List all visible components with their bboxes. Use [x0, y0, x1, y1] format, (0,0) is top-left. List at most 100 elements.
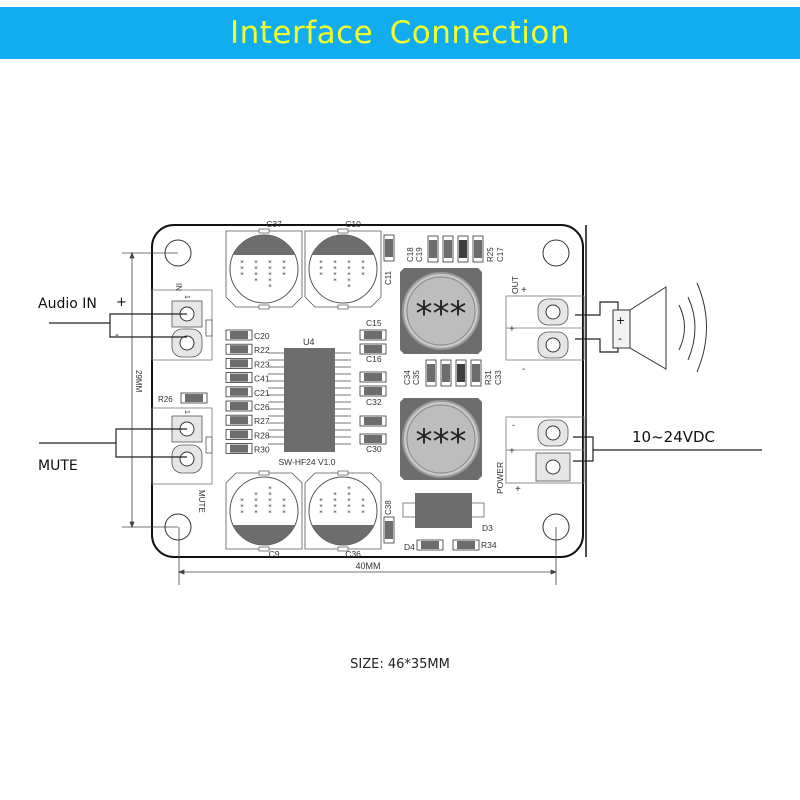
- capacitor-c37: ***************C37: [226, 219, 302, 309]
- c33-label: C33: [494, 370, 503, 385]
- mute-label: MUTE: [38, 458, 78, 474]
- capacitor-c10: ***************C10: [305, 219, 381, 309]
- smd-c26: [226, 401, 252, 411]
- capacitor-c38: [384, 517, 394, 543]
- capacitor-marking: *: [240, 271, 244, 279]
- capacitor-marking: *: [254, 509, 258, 517]
- diode-d4: [417, 540, 443, 550]
- speaker-plus-label: +: [616, 314, 625, 327]
- power-minus-label: -: [512, 420, 515, 430]
- c18-label: C18: [406, 247, 415, 262]
- mute-pin1-label: 1: [183, 410, 190, 414]
- out-connector-label: OUT: [510, 276, 520, 294]
- smd-c33: [471, 360, 481, 386]
- out-plus-inner-label: +: [509, 324, 515, 335]
- c34-label: C34: [403, 370, 412, 385]
- speaker-minus-label: -: [618, 332, 622, 345]
- c30-label: C30: [366, 444, 382, 454]
- in-pin1-label: 1: [183, 295, 190, 299]
- smd-c34: [426, 360, 436, 386]
- d4-label: D4: [404, 542, 415, 552]
- resistor-r26: [181, 393, 207, 403]
- capacitor-marking: *: [347, 509, 351, 517]
- width-dimension-label: 40MM: [355, 561, 380, 571]
- smd-right-5: [360, 416, 386, 426]
- capacitor-c36-label: C36: [345, 549, 361, 559]
- capacitor-c36: ***************C36: [305, 471, 381, 559]
- power-plus-inner-label: +: [509, 446, 515, 457]
- capacitor-marking: *: [361, 271, 365, 279]
- speaker-icon: [613, 283, 707, 372]
- capacitor-c9: ***************C9: [226, 471, 302, 559]
- capacitor-marking: *: [268, 509, 272, 517]
- power-supply-label: 10~24VDC: [632, 428, 715, 446]
- smd-c20: [226, 330, 252, 340]
- r26-label: R26: [158, 395, 173, 404]
- smd-c41: [226, 373, 252, 383]
- smd-r22: [226, 344, 252, 354]
- c20-label: C20: [254, 331, 270, 341]
- capacitor-marking: *: [254, 277, 258, 285]
- c35-label: C35: [412, 370, 421, 385]
- c19-label: C19: [415, 247, 424, 262]
- audio-in-plus-label: +: [116, 295, 127, 310]
- capacitor-marking: *: [347, 283, 351, 291]
- power-connector-label: POWER: [495, 462, 505, 494]
- audio-in-minus-label: -: [115, 328, 119, 341]
- c11-label: C11: [384, 270, 393, 285]
- audio-in-label: Audio IN: [38, 296, 97, 312]
- c16-label: C16: [366, 354, 382, 364]
- height-dimension-label: 29MM: [134, 370, 143, 393]
- r31-label: R31: [484, 370, 493, 385]
- c26-label: C26: [254, 402, 270, 412]
- smd-right-4: [360, 386, 386, 396]
- smd-right-1: [360, 330, 386, 340]
- r27-label: R27: [254, 416, 270, 426]
- capacitor-c10-label: C10: [345, 219, 361, 229]
- c21-label: C21: [254, 388, 270, 398]
- capacitor-marking: *: [333, 277, 337, 285]
- ic-u4-label: U4: [303, 337, 315, 347]
- in-connector-label: IN: [174, 283, 183, 291]
- out-plus-label: +: [521, 285, 527, 296]
- c15-label: C15: [366, 318, 382, 328]
- diode-d3: [403, 493, 484, 528]
- capacitor-c11: [384, 235, 394, 261]
- smd-r28: [226, 429, 252, 439]
- ic-u4: [284, 348, 335, 452]
- r34-label: R34: [481, 540, 497, 550]
- d3-label: D3: [482, 523, 493, 533]
- smd-r27: [226, 415, 252, 425]
- r25-label: R25: [486, 247, 495, 262]
- smd-right-3: [360, 372, 386, 382]
- board-size-label: SIZE: 46*35MM: [0, 657, 800, 672]
- c41-label: C41: [254, 374, 270, 384]
- r30-label: R30: [254, 445, 270, 455]
- smd-r30: [226, 444, 252, 454]
- inductor-top-marking: ***: [416, 294, 467, 334]
- resistor-r34: [453, 540, 479, 550]
- smd-c17: [473, 236, 483, 262]
- r23-label: R23: [254, 359, 270, 369]
- mute-connector-label: MUTE: [197, 490, 206, 513]
- out-minus-label: -: [522, 364, 525, 375]
- capacitor-marking: *: [361, 509, 365, 517]
- board-version-label: SW-HF24 V1.0: [278, 457, 335, 467]
- smd-r25: [458, 236, 468, 262]
- capacitor-c9-label: C9: [269, 549, 280, 559]
- smd-r23: [226, 358, 252, 368]
- r28-label: R28: [254, 430, 270, 440]
- smd-r31: [456, 360, 466, 386]
- capacitor-marking: *: [319, 509, 323, 517]
- capacitor-c37-label: C37: [266, 219, 282, 229]
- c32-label: C32: [366, 397, 382, 407]
- c17-label: C17: [496, 247, 505, 262]
- capacitor-marking: *: [268, 283, 272, 291]
- r22-label: R22: [254, 345, 270, 355]
- inductor-bottom-marking: ***: [416, 422, 467, 462]
- power-plus-label: +: [515, 484, 521, 495]
- smd-c18: [428, 236, 438, 262]
- capacitor-marking: *: [319, 271, 323, 279]
- smd-c35: [441, 360, 451, 386]
